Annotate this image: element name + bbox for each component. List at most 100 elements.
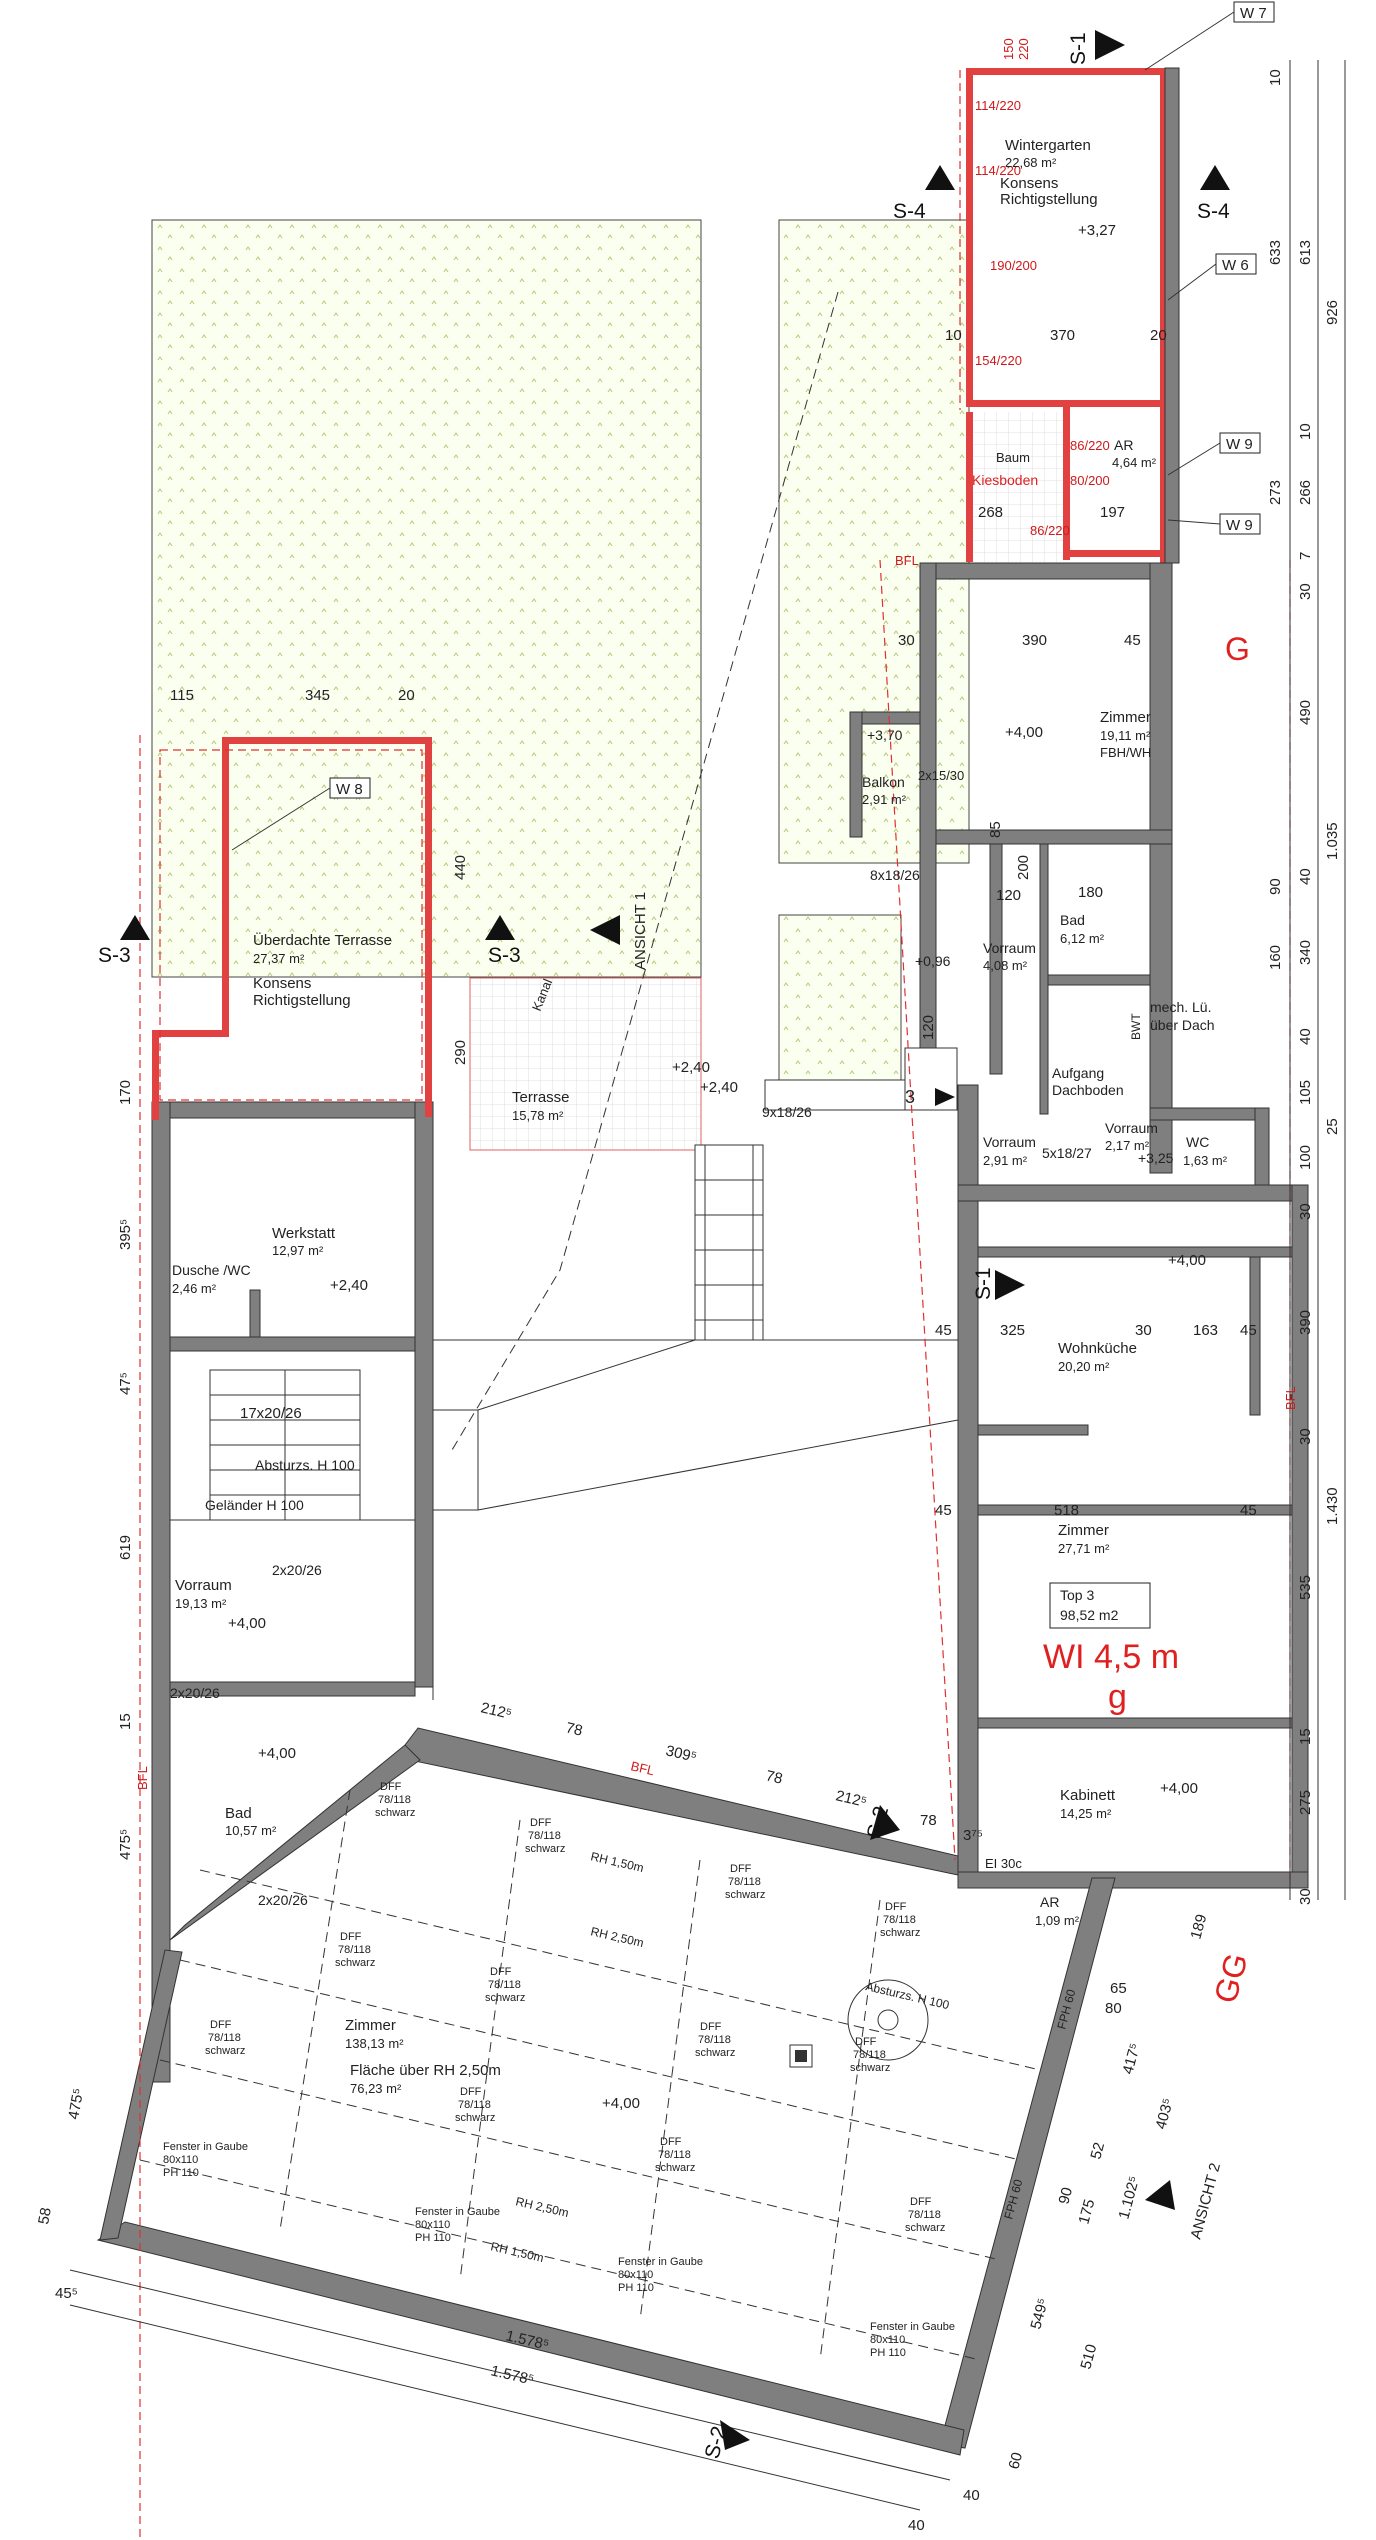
section-marker-s2-mid	[870, 1805, 900, 1840]
dim-115: 115	[170, 687, 194, 704]
room-wintergarten-level: +3,27	[1078, 222, 1116, 239]
dim-right-390: 390	[1297, 1310, 1314, 1335]
dim-390-upper: 390	[1022, 632, 1047, 649]
dim-right-30a: 30	[1297, 583, 1314, 600]
room-wohnkueche-name: Wohnküche	[1058, 1340, 1137, 1357]
room-vorraum-c-area: 2,17 m²	[1105, 1138, 1150, 1153]
dim-120-a: 120	[996, 887, 1021, 904]
dim-375: 3⁷⁵	[963, 1827, 983, 1844]
dim-right-535: 535	[1297, 1575, 1314, 1600]
gaube-3-ph: PH 110	[618, 2282, 654, 2294]
gaube-4-size: 80x110	[870, 2334, 905, 2346]
dim-417: 417⁵	[1119, 2041, 1144, 2076]
window-tag-w7-label: W 7	[1240, 5, 1267, 22]
dim-red-154: 154/220	[975, 353, 1022, 368]
dim-80-r: 80	[1105, 2000, 1122, 2017]
room-werkstatt-area: 12,97 m²	[272, 1243, 324, 1258]
dim-right-926: 926	[1324, 300, 1341, 325]
room-ar-top-area: 4,64 m²	[1112, 455, 1157, 470]
dim-170: 170	[117, 1080, 134, 1105]
room-kabinett-name: Kabinett	[1060, 1787, 1116, 1804]
dim-325: 325	[1000, 1322, 1025, 1339]
dim-455: 45⁵	[55, 2285, 78, 2302]
dim-1102: 1.102⁵	[1115, 2174, 1143, 2221]
wi-label: WI 4,5 m	[1043, 1638, 1179, 1676]
wi-sub-label: g	[1108, 1678, 1127, 1716]
room-vorraum-c-level: +3,25	[1138, 1150, 1174, 1166]
room-wc-name: WC	[1186, 1134, 1209, 1150]
dim-right-10b: 10	[1297, 423, 1314, 440]
ansicht1-marker	[590, 915, 620, 945]
dim-right-160: 160	[1267, 945, 1284, 970]
dim-right-30d: 30	[1297, 1888, 1314, 1905]
dim-163: 163	[1193, 1322, 1218, 1339]
stair-2x20-b: 2x20/26	[170, 1685, 220, 1701]
dff-8: DFF	[210, 2019, 232, 2031]
top-box-area: 98,52 m2	[1060, 1607, 1119, 1623]
dim-red-80: 80/200	[1070, 473, 1110, 488]
section-label-s4-left: S-4	[893, 200, 926, 223]
room-terrasse-level2: +2,40	[700, 1079, 738, 1096]
room-terrasse-ue-area: 27,37 m²	[253, 951, 305, 966]
room-bad-left-name: Bad	[225, 1805, 252, 1822]
right-building-walls	[957, 1084, 1309, 1889]
label-rh250-b: RH 2,50m	[514, 2194, 570, 2220]
dim-right-1035: 1.035	[1324, 822, 1341, 860]
dff-5-size: 78/118	[338, 1944, 371, 1956]
dim-345: 345	[305, 687, 330, 704]
room-zimmer-top-name: Zimmer	[1100, 709, 1151, 726]
dim-right-490: 490	[1297, 700, 1314, 725]
dim-right-266: 266	[1297, 480, 1314, 505]
gaube-3-size: 80x110	[618, 2269, 653, 2281]
left-internal-stair	[170, 1369, 415, 1521]
label-gelaender: Geländer H 100	[205, 1497, 304, 1513]
dim-189: 189	[1187, 1912, 1210, 1941]
dff-4-size: 78/118	[883, 1914, 916, 1926]
dim-90-r: 90	[1055, 2186, 1076, 2207]
section-label-s2-mid: S-2	[863, 1804, 894, 1842]
dim-right-90: 90	[1267, 878, 1284, 895]
dff-1-size: 78/118	[378, 1794, 411, 1806]
left-building-walls	[151, 1101, 434, 2083]
room-ar-low-area: 1,09 m²	[1035, 1913, 1080, 1928]
dim-290: 290	[452, 1040, 469, 1065]
room-dusche-name: Dusche /WC	[172, 1262, 251, 1278]
label-rh250-a: RH 2,50m	[589, 1924, 645, 1950]
room-werkstatt-name: Werkstatt	[272, 1225, 336, 1242]
dim-197: 197	[1100, 504, 1125, 521]
terrace-floor	[469, 977, 702, 1151]
top-box-label: Top 3	[1060, 1587, 1094, 1603]
section-label-s4-right: S-4	[1197, 200, 1230, 223]
room-ar-low-ei: EI 30c	[985, 1856, 1022, 1871]
label-bfl-top: BFL	[895, 553, 919, 568]
room-vorraum-big-level: +4,00	[228, 1615, 266, 1632]
dff-9-color: schwarz	[455, 2112, 495, 2124]
dim-4755-left: 475⁵	[117, 1829, 134, 1860]
label-absturz-right: Absturzs. H 100	[864, 1979, 951, 2012]
dim-45-rl2: 45	[1240, 1322, 1257, 1339]
label-rh150-b: RH 1,50m	[489, 2239, 545, 2265]
room-kabinett-area: 14,25 m²	[1060, 1806, 1112, 1821]
dim-40-a: 40	[963, 2487, 980, 2504]
stair-5x18: 5x18/27	[1042, 1145, 1092, 1161]
dim-212-a: 212⁵	[479, 1699, 513, 1723]
stair-num-3: 3	[905, 1087, 915, 1107]
dim-right-613: 613	[1297, 240, 1314, 265]
dff-11-color: schwarz	[905, 2222, 945, 2234]
dff-5-color: schwarz	[335, 1957, 375, 1969]
dim-right-273: 273	[1267, 480, 1284, 505]
dim-right-100: 100	[1297, 1145, 1314, 1170]
gaube-2-size: 80x110	[415, 2219, 450, 2231]
dim-85: 85	[987, 821, 1004, 838]
dim-red-86b: 86/220	[1030, 523, 1070, 538]
room-bad-left-level: +4,00	[258, 1745, 296, 1762]
dim-4755-bl: 475⁵	[65, 2087, 87, 2121]
window-tag-w6	[1167, 253, 1257, 301]
room-werkstatt-level: +2,40	[330, 1277, 368, 1294]
gaube-1-size: 80x110	[163, 2154, 198, 2166]
room-wintergarten-note1: Konsens	[1000, 175, 1058, 192]
dim-45-rl1: 45	[935, 1322, 952, 1339]
dim-120-b: 120	[920, 1015, 937, 1040]
dff-12-color: schwarz	[850, 2062, 890, 2074]
gaube-1-ph: PH 110	[163, 2167, 199, 2179]
